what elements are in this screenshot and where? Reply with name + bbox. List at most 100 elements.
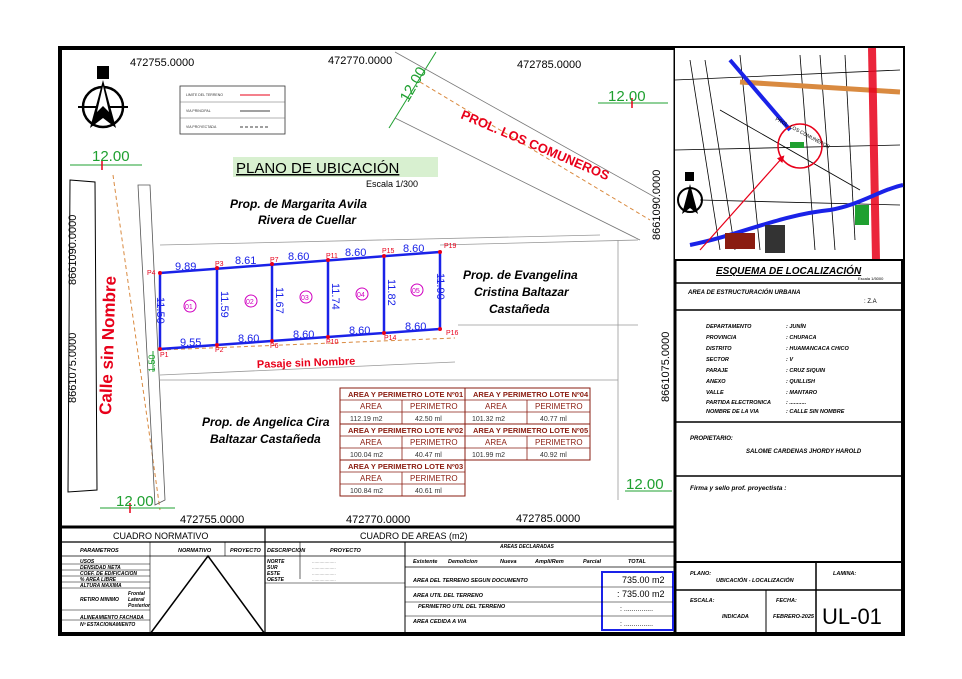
lot-dim: 8.60 (403, 243, 424, 255)
north-arrow-icon (677, 172, 703, 214)
point-label: P14 (384, 335, 397, 342)
point-label: P7 (270, 257, 279, 264)
svg-text:PLANO:: PLANO: (690, 571, 711, 577)
svg-text:Posterior: Posterior (128, 603, 151, 609)
svg-text:DISTRITO: DISTRITO (706, 346, 732, 352)
svg-text:% AREA LIBRE: % AREA LIBRE (80, 577, 117, 583)
svg-text:AREA Y PERIMETRO LOTE Nº04: AREA Y PERIMETRO LOTE Nº04 (473, 390, 589, 399)
area-row-value: : ............... (620, 621, 653, 628)
street-bottom: Pasaje sin Nombre (257, 356, 356, 371)
legend: LIMITE DEL TERRENO VIA PRINCIPAL VIA PRO… (179, 85, 286, 135)
svg-text:Nueva: Nueva (500, 559, 517, 565)
cuadro-areas: AREAS DECLARADAS Existente Demolicion Nu… (405, 544, 675, 631)
svg-text:: CHUPACA: : CHUPACA (786, 335, 816, 341)
owner-south-2: Baltazar Castañeda (210, 432, 321, 446)
lot-dim: 8.60 (288, 251, 309, 263)
svg-text:UBICACIÓN - LOCALIZACIÓN: UBICACIÓN - LOCALIZACIÓN (716, 577, 795, 584)
coord-bottom-2: 472770.0000 (346, 514, 410, 526)
lot-dim: 11.67 (273, 287, 285, 314)
area-row-value: 735.00 m2 (622, 575, 665, 585)
svg-text:AREA: AREA (485, 438, 507, 447)
north-arrow-icon (78, 66, 128, 129)
lot-dim: 11.59 (218, 291, 230, 318)
title-block: PLANO: UBICACIÓN - LOCALIZACIÓN LAMINA: … (675, 562, 903, 634)
lot-dim: 9.89 (175, 261, 196, 273)
owner-east-2: Cristina Baltazar (474, 285, 570, 299)
svg-text:AREA: AREA (485, 402, 507, 411)
svg-text:Demolicion: Demolicion (448, 559, 478, 565)
outer-frame (58, 46, 905, 636)
svg-text:PARTIDA ELECTRONICA: PARTIDA ELECTRONICA (706, 400, 771, 406)
point-label: P2 (215, 347, 224, 354)
svg-text:: QUILLISH: : QUILLISH (786, 379, 816, 385)
svg-text:40.61 ml: 40.61 ml (415, 488, 442, 495)
owner-east-3: Castañeda (489, 302, 550, 316)
svg-text:NOMBRE DE LA VIA: NOMBRE DE LA VIA (706, 409, 759, 415)
svg-text:NORTE: NORTE (267, 559, 285, 565)
lot-dim: 11.74 (329, 283, 341, 310)
svg-text:PERIMETRO: PERIMETRO (410, 402, 458, 411)
coord-bottom-3: 472785.0000 (516, 513, 580, 525)
street-top: PROL. LOS COMUNEROS (459, 107, 612, 183)
area-row-label: AREA DEL TERRENO SEGUN DOCUMENTO (412, 578, 529, 584)
owner-east-1: Prop. de Evangelina (463, 268, 578, 282)
svg-text:12.00: 12.00 (626, 476, 664, 493)
svg-text:FEBRERO-2025: FEBRERO-2025 (773, 614, 815, 620)
svg-text:Frontal: Frontal (128, 591, 146, 597)
lot-id: 05 (412, 288, 420, 295)
svg-text:112.19 m2: 112.19 m2 (350, 416, 383, 423)
lot-dim: 11.50 (154, 297, 166, 324)
svg-text:ANEXO: ANEXO (705, 379, 726, 385)
svg-text:INDICADA: INDICADA (722, 614, 749, 620)
svg-text:AREA Y PERIMETRO LOTE Nº05: AREA Y PERIMETRO LOTE Nº05 (473, 426, 588, 435)
svg-text:...................: ................... (312, 571, 336, 576)
svg-text:40.92 ml: 40.92 ml (540, 452, 567, 459)
svg-text:AREA Y PERIMETRO LOTE Nº03: AREA Y PERIMETRO LOTE Nº03 (348, 462, 463, 471)
lot-dim: 8.60 (238, 333, 259, 345)
dim-12-left-bottom: 12.00 (100, 493, 175, 513)
svg-text:NORMATIVO: NORMATIVO (178, 548, 212, 554)
svg-text:12.00: 12.00 (608, 88, 646, 105)
svg-text:40.47 ml: 40.47 ml (415, 452, 442, 459)
legend-row-1: LIMITE DEL TERRENO (186, 93, 223, 97)
plan-title: PLANO DE UBICACIÓN (236, 160, 399, 177)
normativo-title: CUADRO NORMATIVO (113, 531, 208, 541)
svg-text:DEPARTAMENTO: DEPARTAMENTO (706, 324, 752, 330)
svg-text:AREA Y PERIMETRO LOTE Nº02: AREA Y PERIMETRO LOTE Nº02 (348, 426, 463, 435)
svg-text:SECTOR: SECTOR (706, 357, 729, 363)
svg-text:12.00: 12.00 (397, 64, 430, 105)
coord-left-1: 8661090.0000 (67, 215, 79, 285)
svg-text:: CRUZ SIQUIN: : CRUZ SIQUIN (786, 368, 826, 374)
lot-dim: 8.61 (235, 255, 256, 267)
lot-id: 01 (185, 304, 193, 311)
plan-scale: Escala 1/300 (366, 179, 418, 189)
zona-value: : Z.A (864, 299, 877, 305)
svg-text:AREA: AREA (360, 474, 382, 483)
lot-dim: 11.90 (434, 273, 446, 300)
svg-text:PERIMETRO: PERIMETRO (535, 438, 583, 447)
svg-text:PARAMETROS: PARAMETROS (80, 548, 119, 554)
firma-label: Firma y sello prof. proyectista : (690, 485, 786, 492)
svg-text:AREA Y PERIMETRO LOTE Nº01: AREA Y PERIMETRO LOTE Nº01 (348, 390, 463, 399)
coord-top-3: 472785.0000 (517, 59, 581, 71)
svg-text:ESCALA:: ESCALA: (690, 598, 715, 604)
point-label: P6 (270, 343, 279, 350)
point-label: P10 (326, 339, 339, 346)
svg-text:USOS: USOS (80, 559, 95, 565)
svg-text:RETIRO MINIMO: RETIRO MINIMO (80, 597, 119, 603)
coord-right-2: 8661075.0000 (660, 332, 672, 402)
point-label: P16 (446, 330, 459, 337)
coord-top-2: 472770.0000 (328, 55, 392, 67)
svg-text:Nº ESTACIONAMIENTO: Nº ESTACIONAMIENTO (80, 622, 135, 628)
lot-table-1: AREA Y PERIMETRO LOTE Nº01 AREA PERIMETR… (339, 387, 466, 425)
svg-text:101.32 m2: 101.32 m2 (472, 416, 505, 423)
lot-id: 03 (301, 295, 309, 302)
area-row-value: : 735.00 m2 (617, 589, 665, 599)
lot-dim: 8.60 (293, 329, 314, 341)
svg-text:PERIMETRO: PERIMETRO (410, 438, 458, 447)
svg-text:SUR: SUR (267, 565, 278, 571)
dim-12-right-bottom: 12.00 (625, 476, 672, 493)
svg-text:...................: ................... (312, 559, 336, 564)
lot-dim: 8.60 (345, 247, 366, 259)
areas-title: CUADRO DE AREAS (m2) (360, 531, 468, 541)
